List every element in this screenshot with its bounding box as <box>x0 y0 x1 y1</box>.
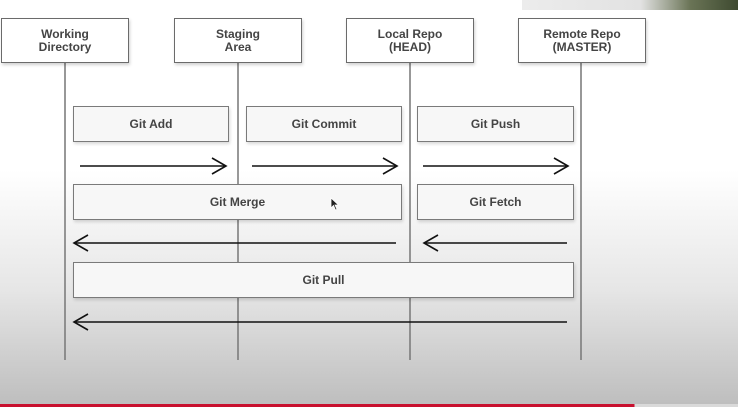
git-fetch-box: Git Fetch <box>417 184 574 220</box>
git-pull-box: Git Pull <box>73 262 574 298</box>
header-working-directory: Working Directory <box>1 18 129 63</box>
arrow-git-add <box>80 157 228 175</box>
git-push-box: Git Push <box>417 106 574 142</box>
header-staging-area: Staging Area <box>174 18 302 63</box>
arrow-git-commit <box>252 157 399 175</box>
header-remote-repo: Remote Repo (MASTER) <box>518 18 646 63</box>
arrow-git-push <box>423 157 570 175</box>
mouse-pointer-icon <box>330 197 340 211</box>
video-progress-bar <box>0 404 738 407</box>
arrow-git-merge <box>72 234 396 252</box>
arrow-git-pull <box>72 313 567 331</box>
header-local-repo: Local Repo (HEAD) <box>346 18 474 63</box>
git-commit-box: Git Commit <box>246 106 402 142</box>
arrow-git-fetch <box>422 234 567 252</box>
video-thumbnail-edge <box>522 0 738 10</box>
git-add-box: Git Add <box>73 106 229 142</box>
git-merge-box: Git Merge <box>73 184 402 220</box>
